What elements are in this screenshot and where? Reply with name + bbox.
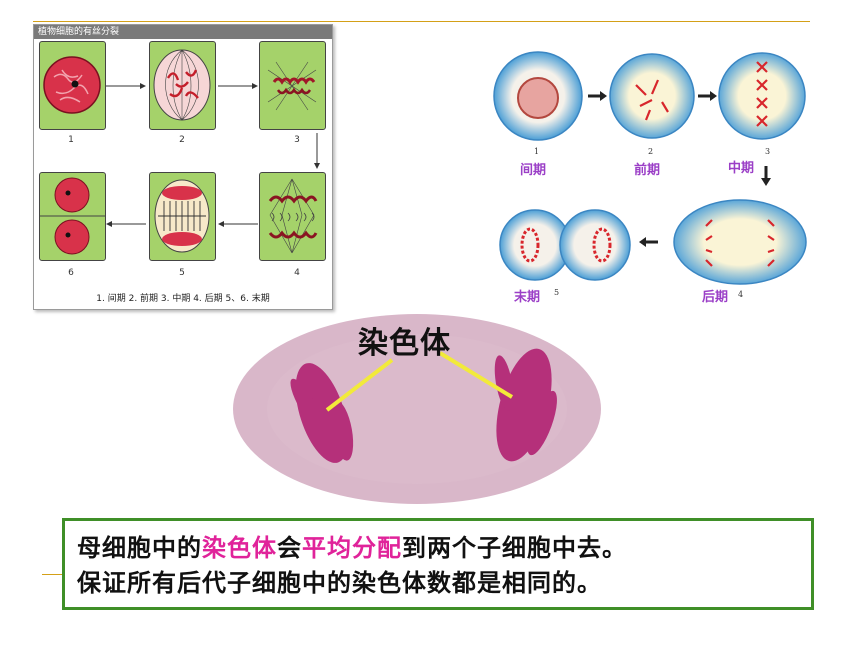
prophase-cell-drawing [153,49,211,121]
stage-label-prophase: 前期 [634,163,661,178]
chromosome-micrograph [233,314,601,504]
metaphase-cell-drawing [267,61,317,111]
stage-label-interphase: 间期 [520,163,547,178]
stage-label-telophase: 末期 [514,290,541,305]
highlight-chromosome: 染色体 [202,534,277,562]
summary-text: 到两个子细胞中去。 [402,534,627,562]
summary-line-2: 保证所有后代子细胞中的染色体数都是相同的。 [77,569,602,597]
panel-caption: 1. 间期 2. 前期 3. 中期 4. 后期 5、6. 末期 [96,294,270,304]
stage-num-4: 4 [738,290,744,299]
tile-number-6: 6 [68,268,74,278]
tile-number-1: 1 [68,135,74,145]
telophase-cell-right [559,209,631,281]
anaphase-cell-drawing [268,178,318,254]
chromosome-label: 染色体 [358,326,451,361]
anaphase-cell [673,199,807,285]
stage-num-2: 2 [648,147,654,156]
daughter-cells-drawing [40,177,105,255]
arrow-5-to-6 [106,221,146,227]
interphase-cell-drawing [43,56,101,114]
arrow-1-to-2 [106,83,146,89]
arrow-4-to-5 [218,221,258,227]
summary-line-1: 母细胞中的染色体会平均分配到两个子细胞中去。 [77,531,811,566]
stage-label-metaphase: 中期 [728,161,755,176]
pointer-left [325,358,394,412]
plant-mitosis-panel: 植物细胞的有丝分裂 1 2 3 4 [33,24,333,310]
tile-6 [39,172,106,261]
tile-2 [149,41,216,130]
tile-3 [259,41,326,130]
tile-1 [39,41,106,130]
metaphase-cell [718,52,806,140]
tile-number-4: 4 [294,268,300,278]
stage-num-5: 5 [554,288,560,297]
telophase-cell-drawing [154,179,210,253]
top-rule [33,21,810,22]
tile-number-3: 3 [294,135,300,145]
animal-mitosis-diagram [493,51,807,285]
pointer-right [438,351,514,399]
tile-number-5: 5 [179,268,185,278]
tile-number-2: 2 [179,135,185,145]
prophase-cell [609,53,695,139]
highlight-equal-distribution: 平均分配 [302,534,402,562]
stage-num-3: 3 [765,147,771,156]
summary-text: 会 [277,534,302,562]
arrow-2-to-3 [218,83,258,89]
tile-5 [149,172,216,261]
summary-box: 母细胞中的染色体会平均分配到两个子细胞中去。 保证所有后代子细胞中的染色体数都是… [62,518,814,610]
bottom-left-rule [42,574,64,575]
arrow-3-to-4 [314,133,320,169]
stage-num-1: 1 [534,147,540,156]
left-chromosome-cluster [290,363,354,463]
panel-title: 植物细胞的有丝分裂 [34,25,332,39]
stage-label-anaphase: 后期 [702,290,729,305]
tile-4 [259,172,326,261]
summary-text: 母细胞中的 [77,534,202,562]
